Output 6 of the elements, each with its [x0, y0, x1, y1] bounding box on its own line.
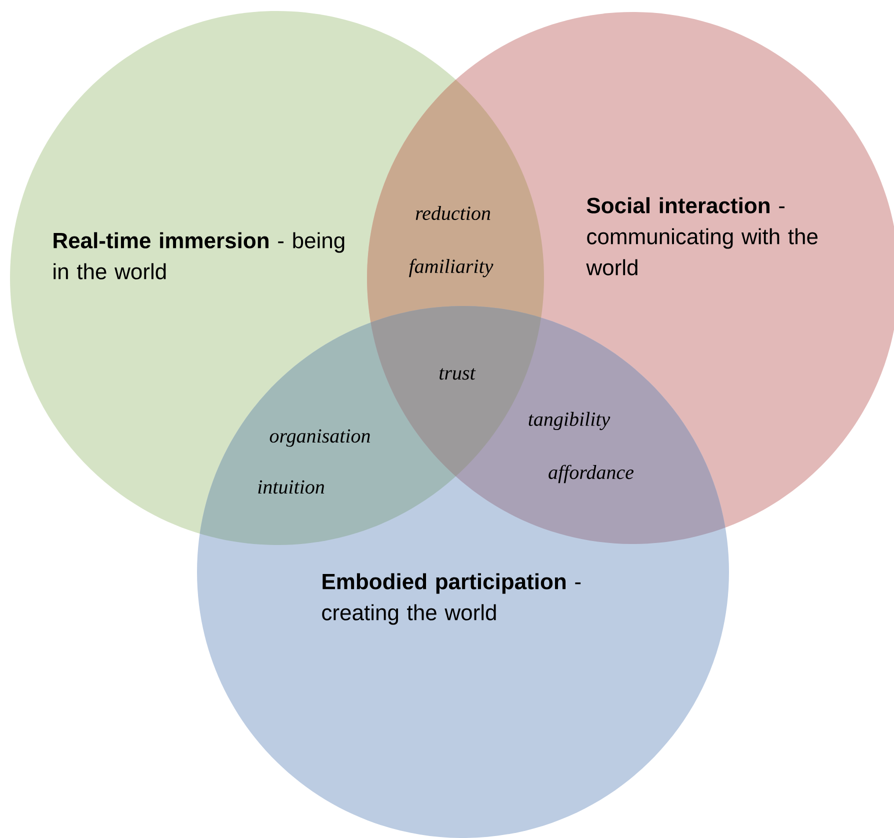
overlap-label: intuition	[258, 480, 324, 494]
overlap-label: affordance	[548, 464, 634, 484]
overlap-label: reduction	[416, 206, 490, 220]
overlap-label: trust	[440, 368, 476, 380]
overlap-label: familiarity	[409, 258, 494, 278]
overlap-label: organisation	[270, 429, 370, 447]
